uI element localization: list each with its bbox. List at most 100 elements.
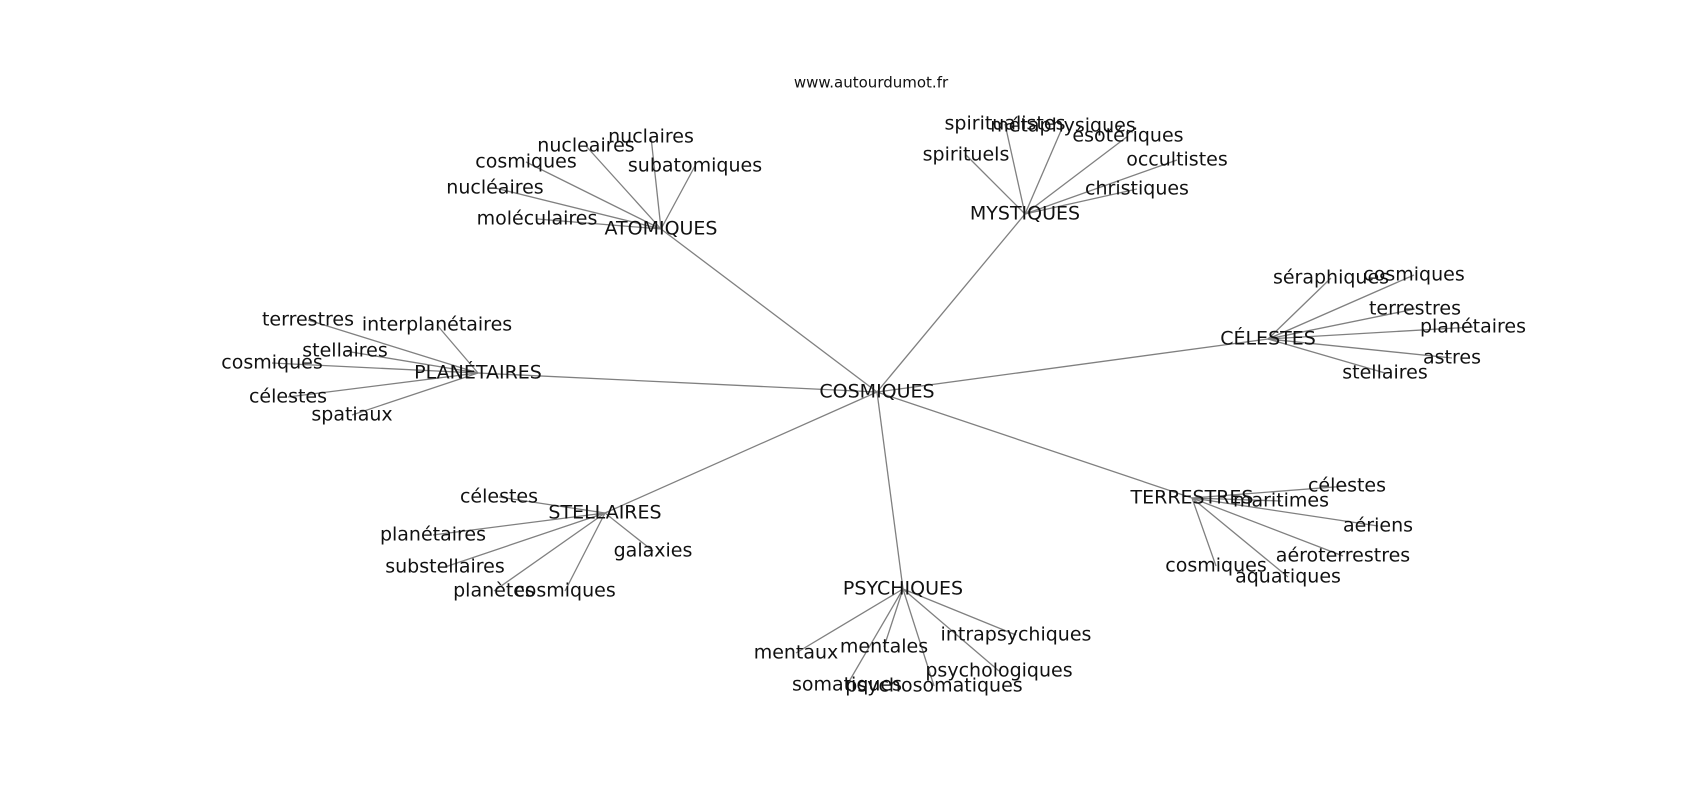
edge-mystiques-leaf-0 xyxy=(1004,123,1026,215)
edge-atomiques-leaf-0 xyxy=(650,136,662,230)
node-leaf-stellaires-1: planétaires xyxy=(380,524,486,546)
node-leaf-mystiques-0: spiritualistes xyxy=(945,113,1066,135)
edge-atomiques-leaf-3 xyxy=(660,165,696,230)
edge-terrestres-leaf-5 xyxy=(1191,497,1289,578)
node-leaf-atomiques-3: subatomiques xyxy=(628,155,762,177)
edge-center-celestes xyxy=(876,338,1269,393)
node-leaf-celestes-2: terrestres xyxy=(1369,298,1461,320)
node-leaf-terrestres-3: aéroterrestres xyxy=(1276,545,1410,567)
edge-celestes-leaf-2 xyxy=(1267,308,1416,340)
node-leaf-atomiques-2: cosmiques xyxy=(475,151,576,173)
edge-center-psychiques xyxy=(876,391,904,590)
edge-psychiques-leaf-3 xyxy=(902,588,1000,672)
node-leaf-celestes-0: séraphiques xyxy=(1273,267,1389,289)
edge-terrestres-leaf-0 xyxy=(1191,485,1348,499)
node-leaf-stellaires-4: planètes xyxy=(453,580,535,602)
edge-mystiques-leaf-1 xyxy=(1024,125,1064,215)
node-leaf-planetaires-3: cosmiques xyxy=(221,352,322,374)
edge-stellaires-leaf-0 xyxy=(498,496,606,514)
edge-stellaires-leaf-3 xyxy=(444,512,606,568)
edge-psychiques-leaf-4 xyxy=(846,588,904,686)
edge-center-terrestres xyxy=(876,391,1193,499)
edge-planetaires-leaf-4 xyxy=(287,372,479,398)
edge-mystiques-leaf-2 xyxy=(1024,135,1129,215)
node-leaf-mystiques-3: spirituels xyxy=(923,144,1010,166)
edge-stellaires-leaf-2 xyxy=(604,512,654,552)
node-leaf-terrestres-0: célestes xyxy=(1308,475,1386,497)
node-leaf-psychiques-2: mentales xyxy=(840,636,928,658)
edge-mystiques-leaf-4 xyxy=(1024,159,1178,215)
edge-psychiques-leaf-1 xyxy=(795,588,904,654)
node-hub-atomiques: ATOMIQUES xyxy=(604,218,717,240)
edge-planetaires-leaf-0 xyxy=(307,319,479,374)
edge-atomiques-leaf-4 xyxy=(494,187,662,230)
node-leaf-psychiques-1: mentaux xyxy=(754,642,839,664)
edge-celestes-leaf-1 xyxy=(1267,274,1415,340)
graph-labels: COSMIQUESATOMIQUESnuclairesnucleairescos… xyxy=(221,113,1526,697)
site-url: www.autourdumot.fr xyxy=(794,74,949,92)
node-leaf-atomiques-4: nucléaires xyxy=(446,177,543,199)
edge-planetaires-leaf-3 xyxy=(271,362,479,374)
node-leaf-celestes-5: stellaires xyxy=(1342,362,1428,384)
node-leaf-atomiques-0: nuclaires xyxy=(608,126,694,148)
node-leaf-planetaires-0: terrestres xyxy=(262,309,354,331)
node-center: COSMIQUES xyxy=(819,381,934,403)
edge-psychiques-leaf-0 xyxy=(902,588,1017,636)
node-leaf-mystiques-5: christiques xyxy=(1085,178,1189,200)
edge-celestes-leaf-3 xyxy=(1267,326,1474,340)
node-hub-psychiques: PSYCHIQUES xyxy=(843,578,963,600)
edge-terrestres-leaf-3 xyxy=(1191,497,1344,557)
edge-celestes-leaf-4 xyxy=(1267,338,1453,359)
edge-terrestres-leaf-4 xyxy=(1191,497,1217,567)
node-leaf-planetaires-4: célestes xyxy=(249,386,327,408)
node-leaf-atomiques-1: nucleaires xyxy=(537,135,634,157)
edge-stellaires-leaf-4 xyxy=(493,512,606,592)
node-leaf-psychiques-3: psychologiques xyxy=(925,660,1072,682)
edge-terrestres-leaf-1 xyxy=(1191,497,1282,502)
edge-mystiques-leaf-3 xyxy=(965,154,1026,215)
edge-planetaires-leaf-1 xyxy=(436,324,479,374)
node-leaf-terrestres-2: aériens xyxy=(1343,515,1413,537)
node-leaf-terrestres-1: maritimes xyxy=(1233,490,1329,512)
node-leaf-stellaires-2: galaxies xyxy=(614,540,693,562)
node-hub-terrestres: TERRESTRES xyxy=(1130,487,1254,509)
node-leaf-psychiques-4: somatiques xyxy=(792,674,902,696)
node-leaf-stellaires-3: substellaires xyxy=(385,556,505,578)
node-leaf-terrestres-5: aquatiques xyxy=(1235,566,1341,588)
node-hub-planetaires: PLANÉTAIRES xyxy=(414,361,542,384)
node-leaf-planetaires-5: spatiaux xyxy=(311,404,392,426)
edge-planetaires-leaf-5 xyxy=(351,372,479,416)
edge-mystiques-leaf-5 xyxy=(1024,188,1138,215)
edge-planetaires-leaf-2 xyxy=(344,350,479,374)
edge-center-atomiques xyxy=(660,228,878,393)
edge-atomiques-leaf-2 xyxy=(525,161,662,230)
node-leaf-psychiques-5: psychosomatiques xyxy=(845,675,1022,697)
graph-edges xyxy=(271,123,1474,687)
edge-stellaires-leaf-5 xyxy=(564,512,606,592)
node-leaf-psychiques-0: intrapsychiques xyxy=(941,624,1092,646)
node-leaf-mystiques-2: ésotériques xyxy=(1072,125,1183,147)
edge-psychiques-leaf-2 xyxy=(883,588,904,648)
node-leaf-planetaires-2: stellaires xyxy=(302,340,388,362)
edge-center-stellaires xyxy=(604,391,878,514)
node-leaf-celestes-4: astres xyxy=(1423,347,1481,369)
node-leaf-planetaires-1: interplanétaires xyxy=(362,314,512,336)
node-leaf-mystiques-4: occultistes xyxy=(1126,149,1228,171)
edge-celestes-leaf-0 xyxy=(1267,277,1332,340)
edge-terrestres-leaf-2 xyxy=(1191,497,1379,527)
node-leaf-stellaires-0: célestes xyxy=(460,486,538,508)
edge-celestes-leaf-5 xyxy=(1267,338,1386,374)
edge-stellaires-leaf-1 xyxy=(432,512,606,536)
edge-psychiques-leaf-5 xyxy=(902,588,935,687)
node-leaf-mystiques-1: métaphysiques xyxy=(990,115,1136,137)
edge-atomiques-leaf-5 xyxy=(536,218,662,230)
node-leaf-terrestres-4: cosmiques xyxy=(1165,555,1266,577)
edge-atomiques-leaf-1 xyxy=(585,145,662,230)
edge-center-planetaires xyxy=(477,372,878,393)
node-leaf-celestes-3: planétaires xyxy=(1420,316,1526,338)
node-hub-celestes: CÉLESTES xyxy=(1220,327,1316,350)
node-leaf-celestes-1: cosmiques xyxy=(1363,264,1464,286)
node-hub-stellaires: STELLAIRES xyxy=(548,502,661,524)
node-leaf-stellaires-5: cosmiques xyxy=(514,580,615,602)
